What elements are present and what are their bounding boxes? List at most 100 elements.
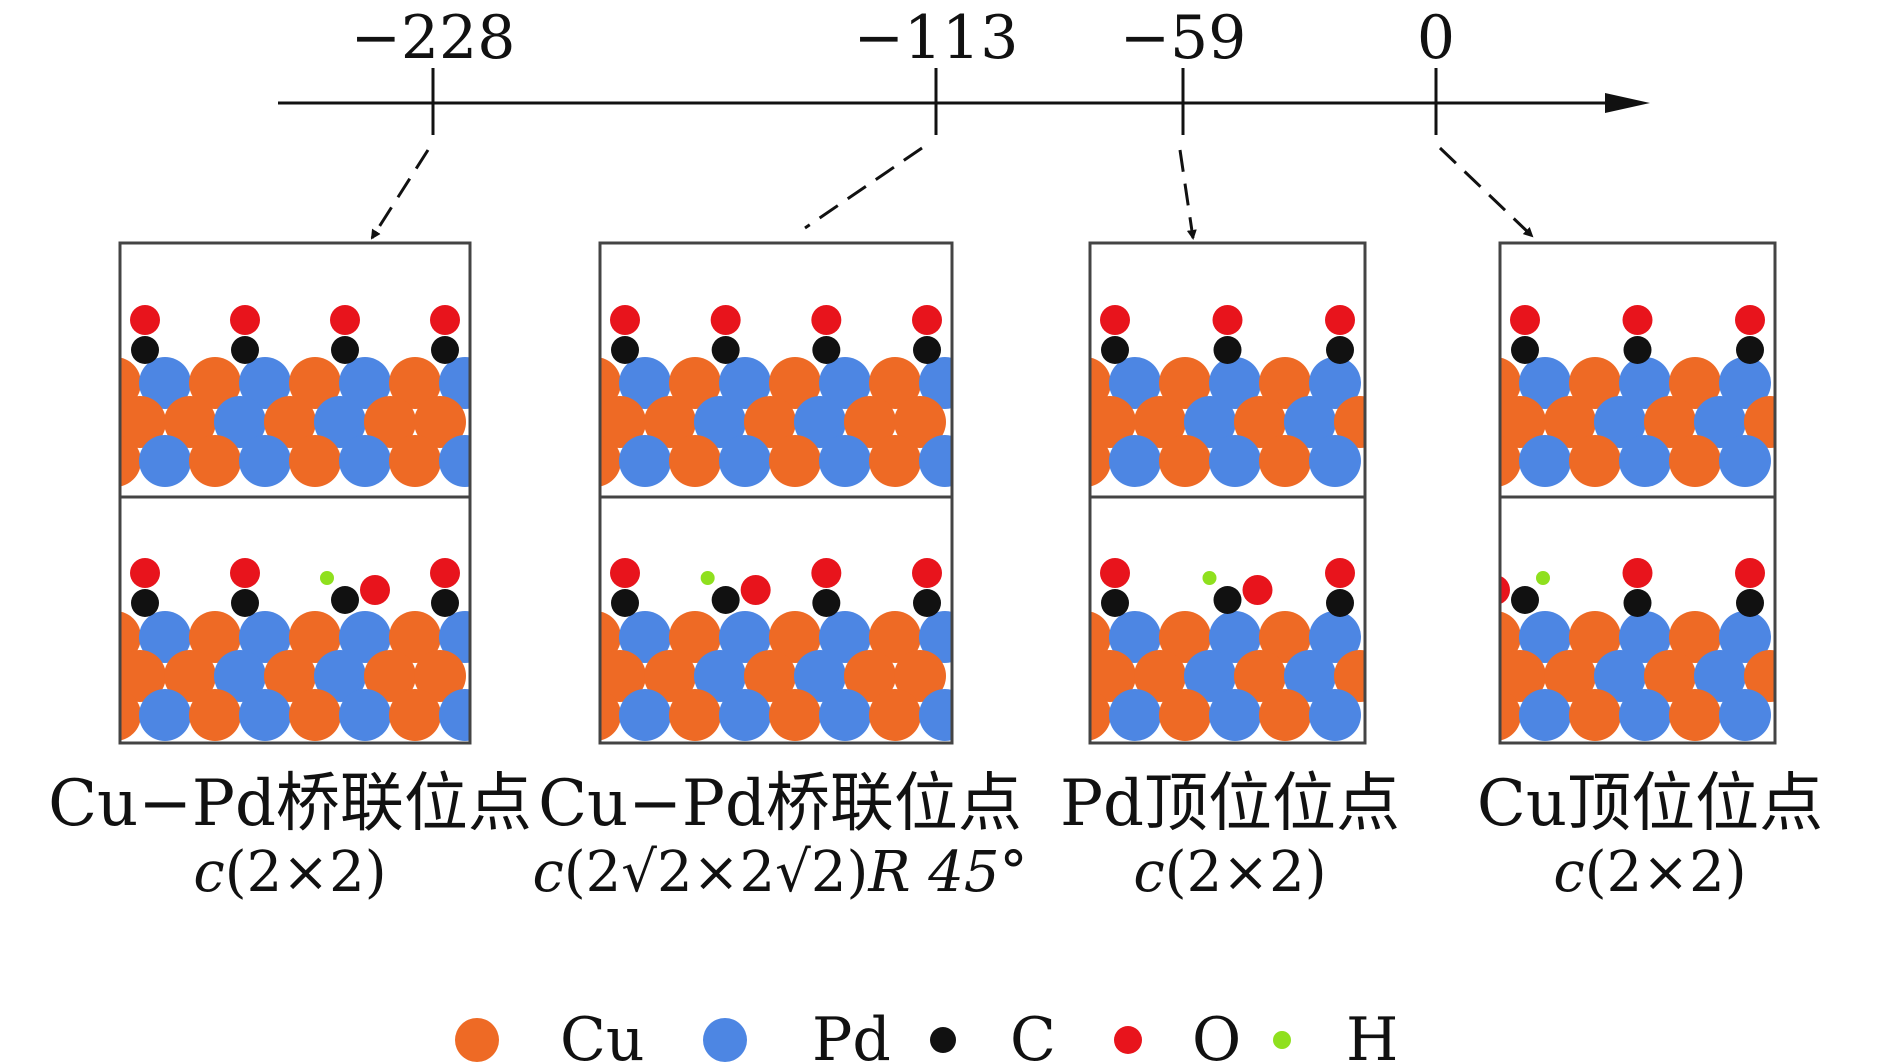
cu-atom (669, 689, 721, 741)
pd-atom (794, 650, 846, 702)
cu-atom (264, 650, 316, 702)
pd-atom (619, 689, 671, 741)
cu-atom (1569, 689, 1621, 741)
cu-atom (364, 650, 416, 702)
pd-atom (1519, 611, 1571, 663)
cu-atom (844, 396, 896, 448)
cu-atom (289, 689, 341, 741)
pd-atom (239, 611, 291, 663)
c-atom (1101, 589, 1129, 617)
cu-atom (414, 396, 466, 448)
site-cell-c: c (532, 840, 564, 905)
cu-atom (1744, 396, 1775, 448)
cu-atom (1500, 357, 1521, 409)
pd-atom (819, 689, 871, 741)
cu-atom (189, 689, 241, 741)
cu-atom (364, 396, 416, 448)
c-atom (611, 589, 639, 617)
pd-atom (1594, 396, 1646, 448)
o-atom (430, 305, 460, 335)
c-atom (1736, 589, 1764, 617)
tick-label-neg228: −228 (351, 3, 516, 73)
cu-atom (389, 357, 441, 409)
c-atom (1736, 336, 1764, 364)
legend-mark-c (930, 1027, 956, 1053)
c-atom (812, 589, 841, 617)
pd-atom (619, 357, 671, 409)
pd-atom (919, 357, 952, 409)
cu-atom (120, 435, 141, 487)
cu-atom (1090, 611, 1111, 663)
cu-atom (769, 611, 821, 663)
c-atom (131, 589, 159, 617)
cu-atom (844, 650, 896, 702)
o-atom (1100, 558, 1130, 588)
c-atom (131, 336, 159, 364)
cu-atom (289, 611, 341, 663)
pd-atom (214, 650, 266, 702)
c-atom (1101, 336, 1129, 364)
cu-atom (769, 689, 821, 741)
panel-contents (120, 243, 470, 743)
c-atom (431, 589, 459, 617)
o-atom (912, 305, 942, 335)
o-atom (230, 558, 260, 588)
pd-atom (339, 435, 391, 487)
c-atom (331, 336, 359, 364)
pd-atom (439, 357, 470, 409)
cu-atom (120, 650, 166, 702)
c-atom (1511, 586, 1539, 614)
pd-atom (919, 435, 952, 487)
tick-label-zero: 0 (1417, 3, 1455, 73)
pd-atom (794, 396, 846, 448)
pd-atom (139, 611, 191, 663)
cu-atom (869, 357, 921, 409)
structure-panel-3 (1498, 241, 1777, 745)
c-atom (231, 589, 259, 617)
site-name: Pd顶位位点 (1059, 767, 1401, 841)
o-atom (811, 305, 842, 335)
cu-atom (1259, 357, 1311, 409)
cu-atom (1234, 396, 1286, 448)
pd-atom (339, 689, 391, 741)
o-atom (1735, 558, 1765, 588)
cu-atom (1159, 435, 1211, 487)
cu-atom (1159, 689, 1211, 741)
legend-label-cu: Cu (560, 1005, 645, 1063)
panel-frame (598, 241, 954, 745)
o-atom (330, 305, 360, 335)
pd-atom (1309, 689, 1361, 741)
pd-atom (1619, 611, 1671, 663)
pd-atom (1184, 396, 1236, 448)
cu-atom (389, 689, 441, 741)
pd-atom (819, 357, 871, 409)
pd-atom (619, 435, 671, 487)
cu-atom (164, 396, 216, 448)
o-atom (912, 558, 942, 588)
pd-atom (239, 689, 291, 741)
cu-atom (1569, 611, 1621, 663)
structure-panel-1 (598, 241, 954, 745)
pd-atom (1694, 396, 1746, 448)
cu-atom (1159, 357, 1211, 409)
cu-atom (1134, 396, 1186, 448)
pd-atom (819, 611, 871, 663)
pd-atom (1719, 357, 1771, 409)
cu-atom (1544, 650, 1596, 702)
o-atom (811, 558, 842, 588)
cu-atom (120, 357, 141, 409)
o-atom (230, 305, 260, 335)
c-atom (711, 336, 740, 364)
cu-atom (1090, 357, 1111, 409)
cu-atom (1644, 650, 1696, 702)
legend-mark-pd (703, 1018, 747, 1062)
pd-atom (1619, 435, 1671, 487)
cu-atom (644, 396, 696, 448)
cu-atom (894, 650, 946, 702)
legend-label-h: H (1346, 1005, 1398, 1063)
site-cell-c: c (193, 840, 225, 905)
site-name: Cu−Pd桥联位点 (48, 767, 532, 841)
site-cell-body: (2×2) (1164, 840, 1327, 905)
cu-atom (1500, 396, 1546, 448)
